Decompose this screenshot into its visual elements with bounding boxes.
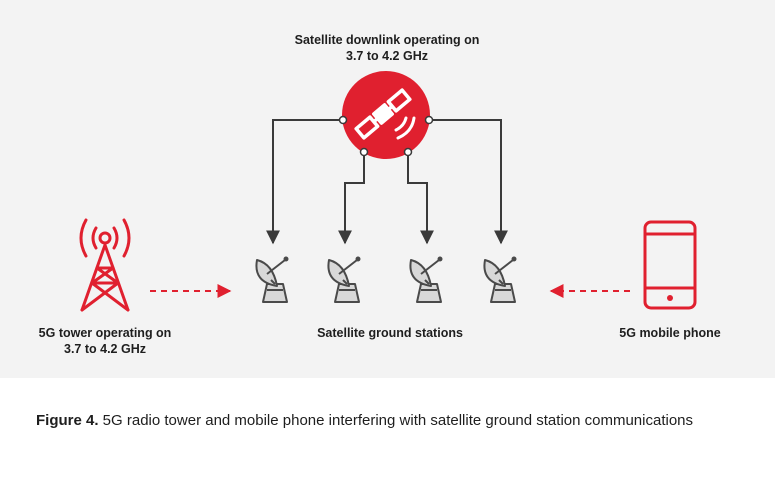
figure-caption: Figure 4. 5G radio tower and mobile phon…: [36, 409, 756, 433]
satellite-label: Satellite downlink operating on 3.7 to 4…: [294, 33, 480, 63]
connector-station-4: [429, 119, 508, 245]
cell-tower-icon: [79, 218, 131, 312]
tower-label: 5G tower operating on 3.7 to 4.2 GHz: [38, 326, 172, 356]
caption-label: Figure 4.: [36, 412, 99, 429]
satellite-icon: [338, 71, 434, 159]
ground-stations-label: Satellite ground stations: [317, 326, 463, 340]
connector-station-3: [407, 152, 434, 245]
connector-station-2: [338, 152, 365, 245]
downlink-connectors: [266, 119, 508, 245]
connector-station-1: [266, 119, 343, 245]
mobile-phone-icon: [643, 220, 697, 310]
phone-label: 5G mobile phone: [619, 326, 721, 340]
caption-text: 5G radio tower and mobile phone interfer…: [98, 412, 694, 429]
diagram-background: [0, 0, 775, 378]
